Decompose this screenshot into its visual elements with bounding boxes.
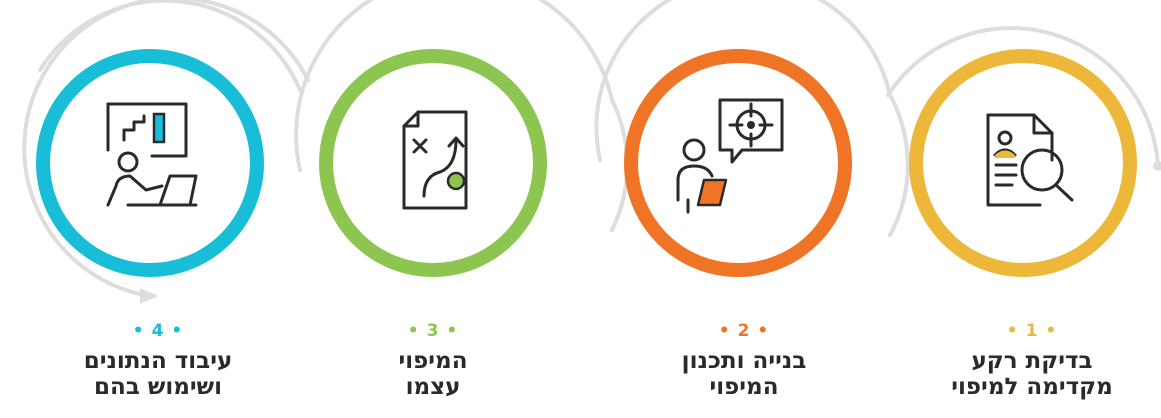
chart-bar-accent	[152, 112, 166, 144]
step-2-title-line2: המיפוי	[709, 374, 779, 400]
step-4-label: • 4 • עיבוד הנתונים ושימוש בהם	[38, 320, 278, 400]
document-person-accent	[995, 150, 1015, 158]
strategy-map-icon	[402, 110, 468, 210]
step-1-number: • 1 •	[1006, 321, 1058, 341]
step-2-label: • 2 • בנייה ותכנון המיפוי	[624, 320, 864, 400]
clipboard-accent	[696, 178, 728, 207]
map-target-dot	[446, 171, 466, 191]
step-1-title-line1: בדיקת רקע	[971, 348, 1093, 374]
track-arc-step2	[594, 0, 910, 237]
step-4-title-line2: ושימוש בהם	[94, 374, 222, 400]
flow-end-arrow	[140, 288, 158, 304]
document-magnifier-icon	[986, 113, 1074, 207]
presentation-chart-laptop-icon	[106, 102, 198, 207]
track-arc-step4	[22, 0, 310, 298]
step-2-title-line1: בנייה ותכנון	[681, 348, 807, 374]
step-4-title-line1: עיבוד הנתונים	[83, 348, 233, 374]
step-2-number: • 2 •	[718, 321, 770, 341]
track-arc-step1	[886, 26, 1160, 168]
step-3-label: • 3 • המיפוי עצמו	[313, 320, 553, 400]
step-4-ring	[36, 49, 264, 277]
step-1-title-line2: מקדימה למיפוי	[951, 374, 1113, 400]
step-4-number: • 4 •	[132, 321, 184, 341]
step-3-ring	[319, 49, 547, 277]
step-2-ring	[624, 49, 852, 277]
step-3-title-line2: עצמו	[405, 374, 461, 400]
step-3-title-line1: המיפוי	[398, 348, 468, 374]
track-arc-top4	[38, 0, 302, 92]
flow-start-dot	[1153, 161, 1161, 171]
person-target-clipboard-icon	[676, 98, 784, 214]
step-1-label: • 1 • בדיקת רקע מקדימה למיפוי	[912, 320, 1152, 400]
step-3-number: • 3 •	[407, 321, 459, 341]
target-center-dot	[747, 121, 755, 129]
